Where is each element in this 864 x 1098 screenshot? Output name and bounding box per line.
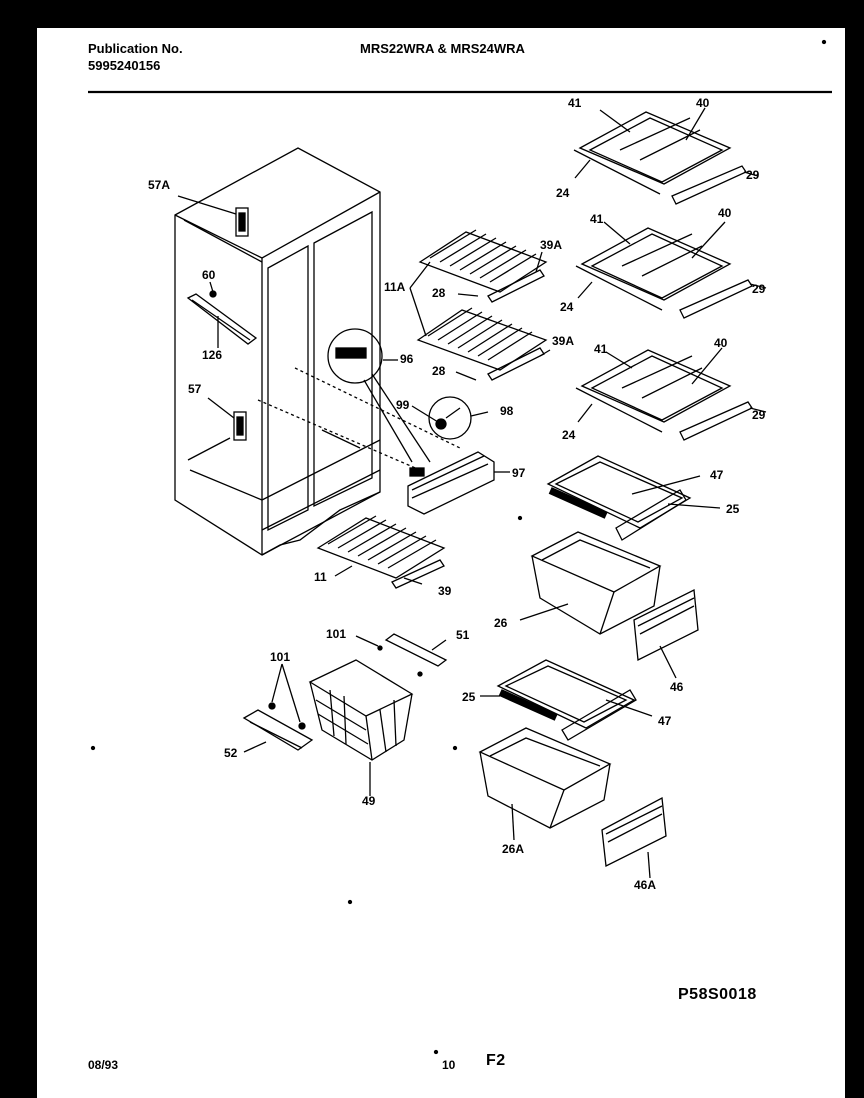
cabinet bbox=[174, 147, 461, 556]
part-glass-shelf-2 bbox=[575, 221, 767, 319]
callout-39: 39 bbox=[438, 584, 452, 598]
part-96-detail bbox=[327, 328, 431, 463]
callout-96: 96 bbox=[400, 352, 414, 366]
part-46-drawer-front bbox=[633, 588, 699, 679]
callout-60: 60 bbox=[202, 268, 216, 282]
callout-101-rail: 101 bbox=[326, 627, 347, 641]
section-code: F2 bbox=[486, 1052, 506, 1069]
callout-24-shelf3: 24 bbox=[562, 428, 576, 442]
callout-39A-upper: 39A bbox=[540, 238, 563, 252]
callout-29-shelf3: 29 bbox=[752, 408, 766, 422]
callout-24-shelf2: 24 bbox=[560, 300, 574, 314]
part-11A-wire-shelf-lower bbox=[409, 261, 551, 381]
callout-57A: 57A bbox=[148, 178, 171, 192]
part-46A-drawer-front bbox=[601, 796, 667, 879]
callout-40-shelf2: 40 bbox=[718, 206, 732, 220]
callout-46A: 46A bbox=[634, 878, 657, 892]
callout-52: 52 bbox=[224, 746, 238, 760]
part-51-rail bbox=[355, 633, 448, 677]
part-47-crisper-cover-upper bbox=[546, 455, 721, 541]
callout-11A: 11A bbox=[384, 280, 406, 294]
callout-25-upper: 25 bbox=[726, 502, 740, 516]
callout-47-lower: 47 bbox=[658, 714, 672, 728]
callout-51: 51 bbox=[456, 628, 470, 642]
diagram-code: P58S0018 bbox=[678, 986, 757, 1003]
callout-26: 26 bbox=[494, 616, 508, 630]
callout-99: 99 bbox=[396, 398, 410, 412]
publication-number: 5995240156 bbox=[88, 58, 161, 73]
part-52-bracket bbox=[242, 663, 314, 753]
callout-98: 98 bbox=[500, 404, 514, 418]
part-glass-shelf-1 bbox=[573, 107, 759, 205]
callout-126: 126 bbox=[202, 348, 223, 362]
callout-57: 57 bbox=[188, 382, 202, 396]
part-49-wire-basket bbox=[308, 659, 414, 796]
callout-24-shelf1: 24 bbox=[556, 186, 570, 200]
page-number: 10 bbox=[442, 1058, 456, 1072]
callout-40-shelf3: 40 bbox=[714, 336, 728, 350]
callout-29-shelf2: 29 bbox=[752, 282, 766, 296]
callout-41-shelf1: 41 bbox=[568, 96, 582, 110]
part-98-detail bbox=[411, 396, 489, 440]
part-26-crisper-drawer bbox=[519, 531, 662, 635]
callout-39A-lower: 39A bbox=[552, 334, 575, 348]
part-57A-hinge-cover bbox=[177, 195, 249, 237]
model-numbers: MRS22WRA & MRS24WRA bbox=[360, 41, 525, 56]
callout-97: 97 bbox=[512, 466, 526, 480]
callout-49: 49 bbox=[362, 794, 376, 808]
part-26A-crisper-drawer bbox=[478, 727, 612, 841]
callout-28-lower: 28 bbox=[432, 364, 446, 378]
part-11-wire-shelf bbox=[316, 515, 446, 589]
part-97-guide bbox=[407, 451, 510, 515]
diagram-sheet bbox=[37, 28, 845, 1098]
revision-date: 08/93 bbox=[88, 1058, 119, 1072]
publication-label: Publication No. bbox=[88, 41, 183, 56]
callout-28-upper: 28 bbox=[432, 286, 446, 300]
callout-11: 11 bbox=[314, 570, 327, 584]
part-57-hinge-cover bbox=[207, 397, 247, 441]
part-126-rail bbox=[186, 281, 258, 348]
callout-41-shelf3: 41 bbox=[594, 342, 608, 356]
callout-26A: 26A bbox=[502, 842, 525, 856]
callout-46: 46 bbox=[670, 680, 684, 694]
part-11A-wire-shelf-upper bbox=[418, 229, 548, 303]
callout-47-upper: 47 bbox=[710, 468, 724, 482]
callout-25-lower: 25 bbox=[462, 690, 476, 704]
part-glass-shelf-3 bbox=[575, 347, 767, 441]
callout-41-shelf2: 41 bbox=[590, 212, 604, 226]
callout-101-bracket: 101 bbox=[270, 650, 291, 664]
part-47-crisper-cover-lower bbox=[480, 659, 653, 741]
callout-40-shelf1: 40 bbox=[696, 96, 710, 110]
callout-29-shelf1: 29 bbox=[746, 168, 760, 182]
